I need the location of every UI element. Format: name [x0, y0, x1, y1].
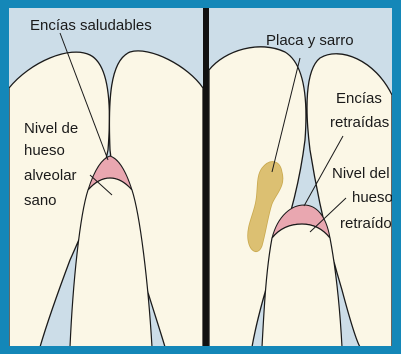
panel-healthy-gums: Encías saludables Nivel de hueso alveola…	[9, 7, 203, 347]
label-plaque-tartar: Placa y sarro	[266, 32, 354, 49]
panel-divider	[203, 7, 209, 347]
label-bone-line-3: alveolar	[24, 167, 77, 184]
root-right	[262, 224, 342, 347]
label-receded-bone-line-1: Nivel del	[332, 165, 390, 182]
label-healthy-gums: Encías saludables	[30, 17, 152, 34]
panel-receded-gums: Placa y sarro Encías retraídas Nivel del…	[209, 7, 393, 347]
label-bone-line-2: hueso	[24, 142, 65, 159]
label-receded-bone-line-3: retraído	[340, 215, 392, 232]
label-receded-gums-line-2: retraídas	[330, 114, 389, 131]
label-bone-line-4: sano	[24, 192, 57, 209]
label-receded-gums-line-1: Encías	[336, 90, 382, 107]
label-bone-line-1: Nivel de	[24, 120, 78, 137]
label-receded-bone-line-2: hueso	[352, 189, 393, 206]
